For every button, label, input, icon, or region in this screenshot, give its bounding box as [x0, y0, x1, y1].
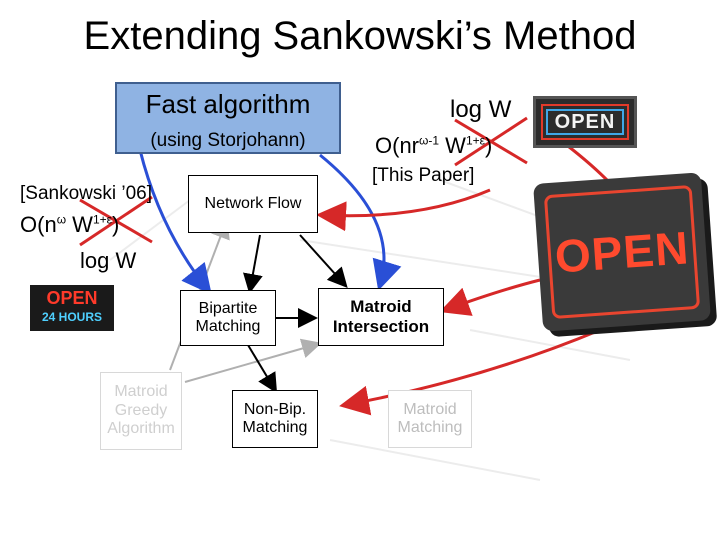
- left-bound-mid: W: [66, 212, 93, 237]
- right-bound-base: O(nr: [375, 133, 419, 158]
- open-sign-small: OPEN: [533, 96, 637, 148]
- left-complexity-bound: O(nω W1+ε): [20, 212, 119, 238]
- open-24-top-text: OPEN: [46, 288, 98, 308]
- right-bound-sup1: ω-1: [419, 133, 440, 148]
- this-paper-label: [This Paper]: [372, 165, 475, 186]
- open-sign-small-text: OPEN: [546, 109, 624, 135]
- node-matroid-intersection: Matroid Intersection: [318, 288, 444, 346]
- red-arrow-to-intersection: [439, 278, 541, 316]
- left-bound-end: ): [111, 212, 120, 237]
- edge-network-to-intersection: [299, 234, 348, 288]
- slide-title: Extending Sankowski’s Method: [83, 14, 637, 58]
- node-nonbip-matching: Non-Bip. Matching: [232, 390, 318, 448]
- node-bipartite-matching: Bipartite Matching: [180, 290, 276, 346]
- open-sign-large-text: OPEN: [553, 221, 691, 283]
- red-arrow-to-network: [316, 188, 491, 232]
- open-24-bottom-text: 24 HOURS: [41, 310, 103, 324]
- right-bound-sup2: 1+ε: [465, 133, 485, 148]
- right-log-w: log W: [450, 96, 512, 123]
- fast-algorithm-title: Fast algorithm: [145, 89, 311, 119]
- edge-greedy-to-intersection: [184, 338, 322, 383]
- open-sign-large: OPEN: [533, 172, 711, 332]
- node-matroid-greedy: Matroid Greedy Algorithm: [100, 372, 182, 450]
- right-complexity-bound: O(nrω-1 W1+ε): [375, 133, 492, 159]
- fast-algorithm-box: Fast algorithm (using Storjohann): [115, 82, 341, 154]
- blue-arrow-to-intersection: [319, 153, 402, 291]
- left-bound-base: O(n: [20, 212, 57, 237]
- red-cross-right: [454, 116, 528, 167]
- edge-network-to-bipartite: [243, 234, 263, 294]
- open-24-hours-sign: OPEN 24 HOURS: [30, 285, 114, 331]
- right-bound-end: ): [484, 133, 493, 158]
- right-bound-mid: W: [439, 133, 466, 158]
- node-network-flow: Network Flow: [188, 175, 318, 233]
- left-bound-sup2: 1+ε: [92, 212, 112, 227]
- blue-arrow-to-bipartite: [138, 149, 212, 295]
- edge-bipartite-to-nonbip: [247, 344, 278, 394]
- node-matroid-matching: Matroid Matching: [388, 390, 472, 448]
- fast-algorithm-subtitle: (using Storjohann): [150, 129, 306, 151]
- red-cross-left: [79, 195, 153, 247]
- sankowski-citation: [Sankowski ’06]: [20, 183, 153, 204]
- left-log-w: log W: [80, 248, 137, 273]
- left-bound-sup1: ω: [56, 212, 67, 227]
